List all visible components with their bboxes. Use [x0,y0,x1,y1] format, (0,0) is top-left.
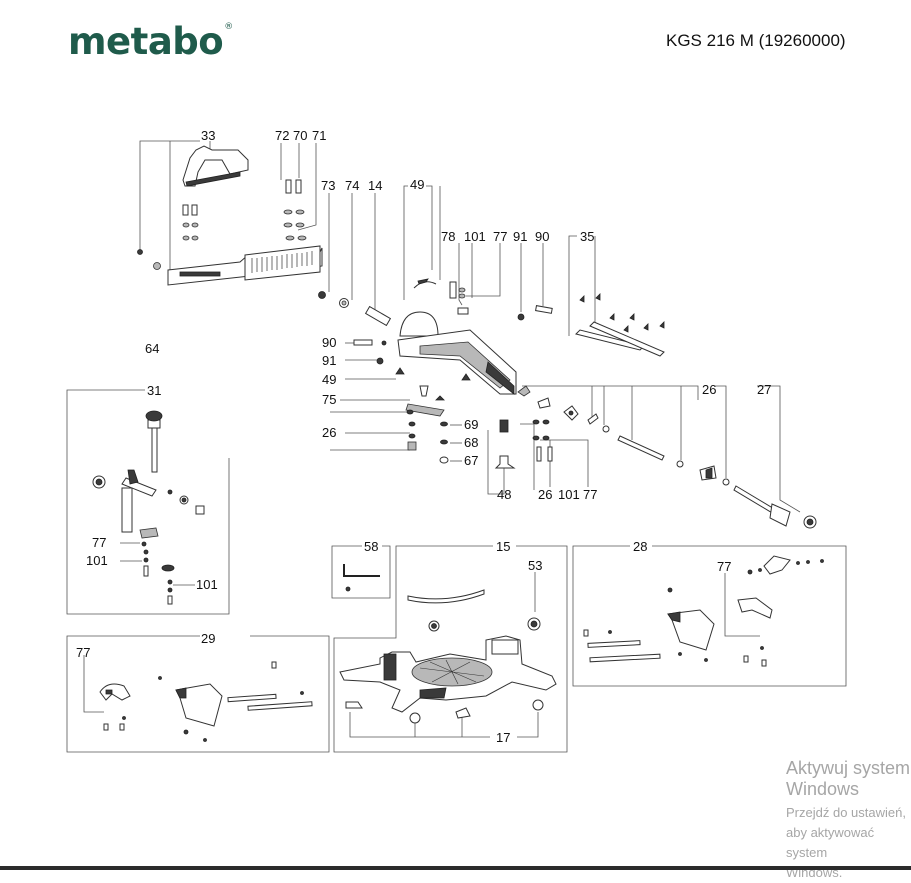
callout-69: 69 [464,417,478,432]
watermark-subtitle: Przejdź do ustawień, aby aktywować syste… [786,803,911,883]
watermark-line-1: Przejdź do ustawień, aby aktywować syste… [786,805,906,860]
callout-labels: 33 72 70 71 73 74 14 49 78 101 77 91 90 … [76,128,771,745]
frame-29 [66,635,330,753]
callout-48: 48 [497,487,511,502]
callout-73: 73 [321,178,335,193]
watermark-title: Aktywuj system Windows [786,758,911,799]
callout-90-top: 90 [535,229,549,244]
callout-101-mid: 101 [558,487,580,502]
callout-26-left: 26 [322,425,336,440]
scale-arc [407,589,485,604]
parts-upper-assembly [353,278,553,469]
callout-77-g31: 77 [92,535,106,550]
callout-15: 15 [496,539,510,554]
shaft-26 [617,435,665,461]
leader-lines [83,140,801,738]
parts-group-29 [99,661,313,742]
parts-right [517,293,817,529]
callout-35: 35 [580,229,594,244]
blade-guard [399,311,439,337]
callout-26-right: 26 [702,382,716,397]
frame-28 [572,545,847,687]
callout-77-mid: 77 [583,487,597,502]
callout-49-left: 49 [322,372,336,387]
callout-101-g31a: 101 [86,553,108,568]
callout-31: 31 [147,383,161,398]
callout-33: 33 [201,128,215,143]
callout-77-g29: 77 [76,645,90,660]
brand-text: metabo [68,20,224,63]
callout-26-mid: 26 [538,487,552,502]
callout-71: 71 [312,128,326,143]
parts-group-28 [583,555,824,667]
callout-14: 14 [368,178,382,193]
metabo-logo: metabo® [68,20,233,63]
callout-28: 28 [633,539,647,554]
frame-31 [66,389,230,615]
callout-64: 64 [145,341,159,356]
callout-29: 29 [201,631,215,646]
callout-68: 68 [464,435,478,450]
callout-72: 72 [275,128,289,143]
windows-activation-watermark: Aktywuj system Windows Przejdź do ustawi… [786,758,911,883]
parts-top-left [137,145,392,327]
shaft-27 [733,485,777,515]
frame-15 [333,545,568,753]
rail-35b [589,321,665,357]
callout-27: 27 [757,382,771,397]
frame-58 [331,545,391,599]
callout-91-left: 91 [322,353,336,368]
parts-group-31 [92,410,205,605]
callout-78: 78 [441,229,455,244]
callout-67: 67 [464,453,478,468]
callout-17: 17 [496,730,510,745]
model-title: KGS 216 M (19260000) [666,31,846,50]
callout-77-g28: 77 [717,559,731,574]
registered-mark: ® [224,22,233,32]
bottom-bar [0,866,911,870]
callout-75: 75 [322,392,336,407]
callout-91-top: 91 [513,229,527,244]
group-frames [66,389,847,753]
callout-49-top: 49 [410,177,424,192]
parts-group-15 [339,589,557,724]
callout-70: 70 [293,128,307,143]
callout-58: 58 [364,539,378,554]
callout-77-top: 77 [493,229,507,244]
callout-101-g31b: 101 [196,577,218,592]
callout-53: 53 [528,558,542,573]
callout-90-left: 90 [322,335,336,350]
callout-74: 74 [345,178,359,193]
callout-101-top: 101 [464,229,486,244]
parts-group-58 [343,564,380,592]
